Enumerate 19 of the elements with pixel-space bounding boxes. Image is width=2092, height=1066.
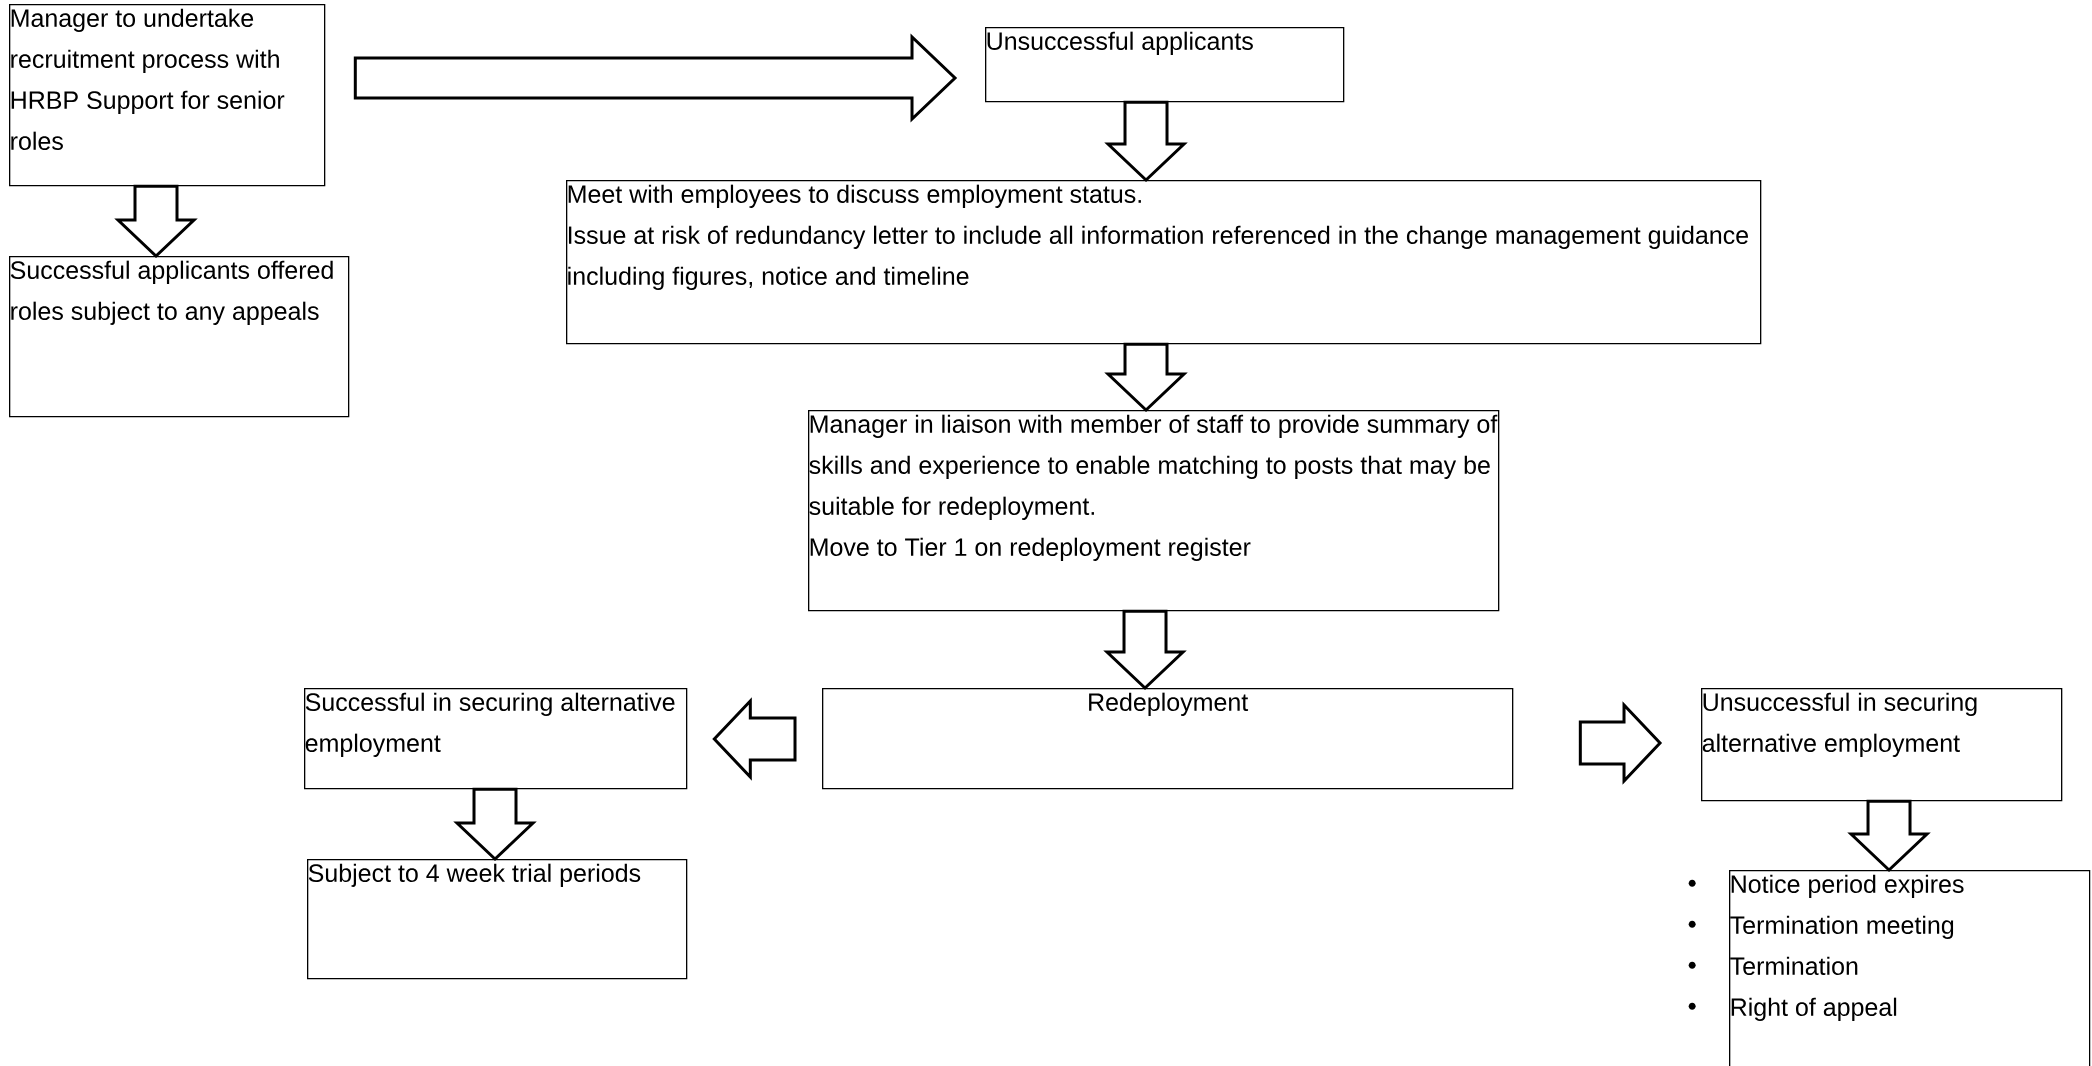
block-arrow	[1578, 701, 1663, 785]
process-box: Subject to 4 week trial periods	[307, 859, 688, 980]
block-arrow	[114, 184, 198, 259]
block-arrow	[1104, 342, 1188, 413]
block-arrow	[1847, 799, 1931, 873]
process-box: Notice period expires Termination meeting Termination Right of appeal	[1688, 870, 2091, 1066]
process-box: Redeployment	[822, 688, 1514, 790]
process-box: Meet with employees to discuss employment status. Issue at risk of redundancy letter to include all information referenced in the change management guidance including figures, notice and timeline	[566, 180, 1762, 345]
process-box: Successful applicants offered roles subject to any appeals	[9, 256, 350, 418]
block-arrow	[453, 787, 537, 862]
process-box: Unsuccessful in securing alternative employment	[1701, 688, 2063, 802]
block-arrow	[353, 33, 958, 123]
block-arrow	[712, 697, 797, 781]
block-arrow	[1103, 609, 1187, 691]
process-box: Successful in securing alternative employment	[304, 688, 688, 790]
block-arrow	[1104, 100, 1188, 183]
process-box: Unsuccessful applicants	[985, 27, 1345, 103]
process-box: Manager to undertake recruitment process with HRBP Support for senior roles	[9, 4, 326, 187]
process-box: Manager in liaison with member of staff to provide summary of skills and experience to enable matching to posts that may be suitable for redeployment. Move to Tier 1 on redeployment register	[808, 410, 1500, 612]
